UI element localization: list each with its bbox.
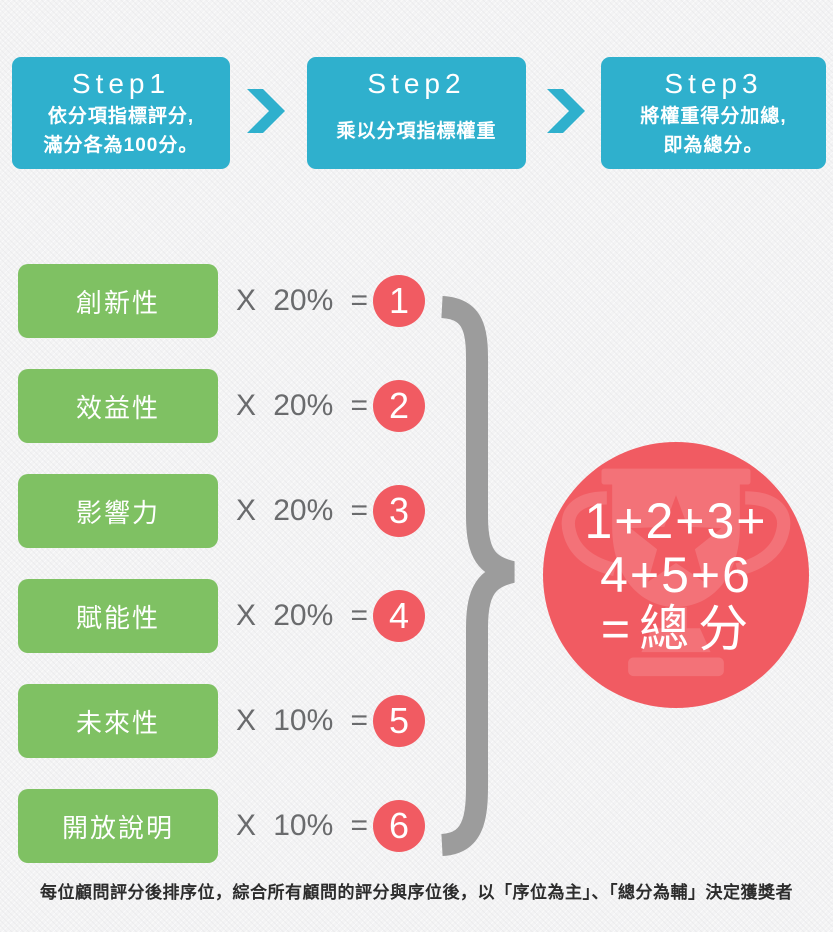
criteria-row: 影響力 X 20% = 3 — [0, 474, 833, 548]
equals-sign: = — [350, 389, 368, 422]
score-number-badge: 1 — [373, 275, 425, 327]
multiply-sign: X — [236, 284, 257, 317]
criteria-label: 賦能性 — [18, 579, 218, 653]
chevron-right-icon — [547, 89, 585, 133]
step-3-line-2: 即為總分。 — [663, 135, 764, 156]
step-3-title: Step3 — [664, 68, 763, 99]
criteria-row: 創新性 X 20% = 1 — [0, 264, 833, 338]
weight-percent: 20% — [273, 599, 334, 632]
criteria-label: 創新性 — [18, 264, 218, 338]
curly-brace — [440, 296, 515, 856]
criteria-label: 開放說明 — [18, 789, 218, 863]
score-number-badge: 4 — [373, 590, 425, 642]
trophy-icon — [561, 468, 791, 677]
weight-percent: 20% — [273, 284, 334, 317]
weight-equation: X 10% = — [236, 789, 368, 863]
total-formula-line-2: 4+5+6 — [600, 547, 752, 603]
step-2-description: 乘以分項指標權重 — [336, 101, 496, 169]
criteria-row: 未來性 X 10% = 5 — [0, 684, 833, 758]
weight-percent: 10% — [273, 704, 334, 737]
step-2-box: Step2 乘以分項指標權重 — [307, 57, 526, 169]
total-formula-line-3: =總分 — [600, 601, 758, 657]
step-2-title: Step2 — [367, 68, 466, 99]
equals-sign: = — [350, 809, 368, 842]
total-formula-line-1: 1+2+3+ — [584, 493, 768, 549]
score-number-badge: 3 — [373, 485, 425, 537]
equals-sign: = — [350, 704, 368, 737]
chevron-right-icon — [247, 89, 285, 133]
criteria-label: 未來性 — [18, 684, 218, 758]
step-3-box: Step3 將權重得分加總, 即為總分。 — [601, 57, 826, 169]
multiply-sign: X — [236, 389, 257, 422]
step-1-box: Step1 依分項指標評分, 滿分各為100分。 — [12, 57, 230, 169]
weight-equation: X 20% = — [236, 474, 368, 548]
criteria-row: 開放說明 X 10% = 6 — [0, 789, 833, 863]
criteria-row: 效益性 X 20% = 2 — [0, 369, 833, 443]
weight-percent: 20% — [273, 494, 334, 527]
criteria-label: 影響力 — [18, 474, 218, 548]
scoring-rule-caption: 每位顧問評分後排序位，綜合所有顧問的評分與序位後，以「序位為主」、「總分為輔」決… — [40, 883, 793, 902]
weight-percent: 20% — [273, 389, 334, 422]
step-1-title: Step1 — [71, 68, 171, 99]
criteria-row: 賦能性 X 20% = 4 — [0, 579, 833, 653]
weight-percent: 10% — [273, 809, 334, 842]
weight-equation: X 20% = — [236, 369, 368, 443]
step-1-line-2: 滿分各為100分。 — [43, 135, 199, 156]
multiply-sign: X — [236, 809, 257, 842]
weight-equation: X 20% = — [236, 579, 368, 653]
equals-sign: = — [350, 284, 368, 317]
equals-sign: = — [350, 599, 368, 632]
multiply-sign: X — [236, 704, 257, 737]
step-1-description: 依分項指標評分, 滿分各為100分。 — [44, 101, 199, 169]
total-score-circle: 1+2+3+ 4+5+6 =總分 — [543, 442, 809, 708]
criteria-label: 效益性 — [18, 369, 218, 443]
multiply-sign: X — [236, 599, 257, 632]
step-1-line-1: 依分項指標評分, — [47, 106, 195, 127]
equals-sign: = — [350, 494, 368, 527]
score-number-badge: 2 — [373, 380, 425, 432]
score-number-badge: 5 — [373, 695, 425, 747]
step-3-line-1: 將權重得分加總, — [640, 106, 787, 127]
step-3-description: 將權重得分加總, 即為總分。 — [640, 101, 786, 169]
weight-equation: X 20% = — [236, 264, 368, 338]
weight-equation: X 10% = — [236, 684, 368, 758]
score-number-badge: 6 — [373, 800, 425, 852]
step-2-line-1: 乘以分項指標權重 — [336, 120, 497, 142]
multiply-sign: X — [236, 494, 257, 527]
